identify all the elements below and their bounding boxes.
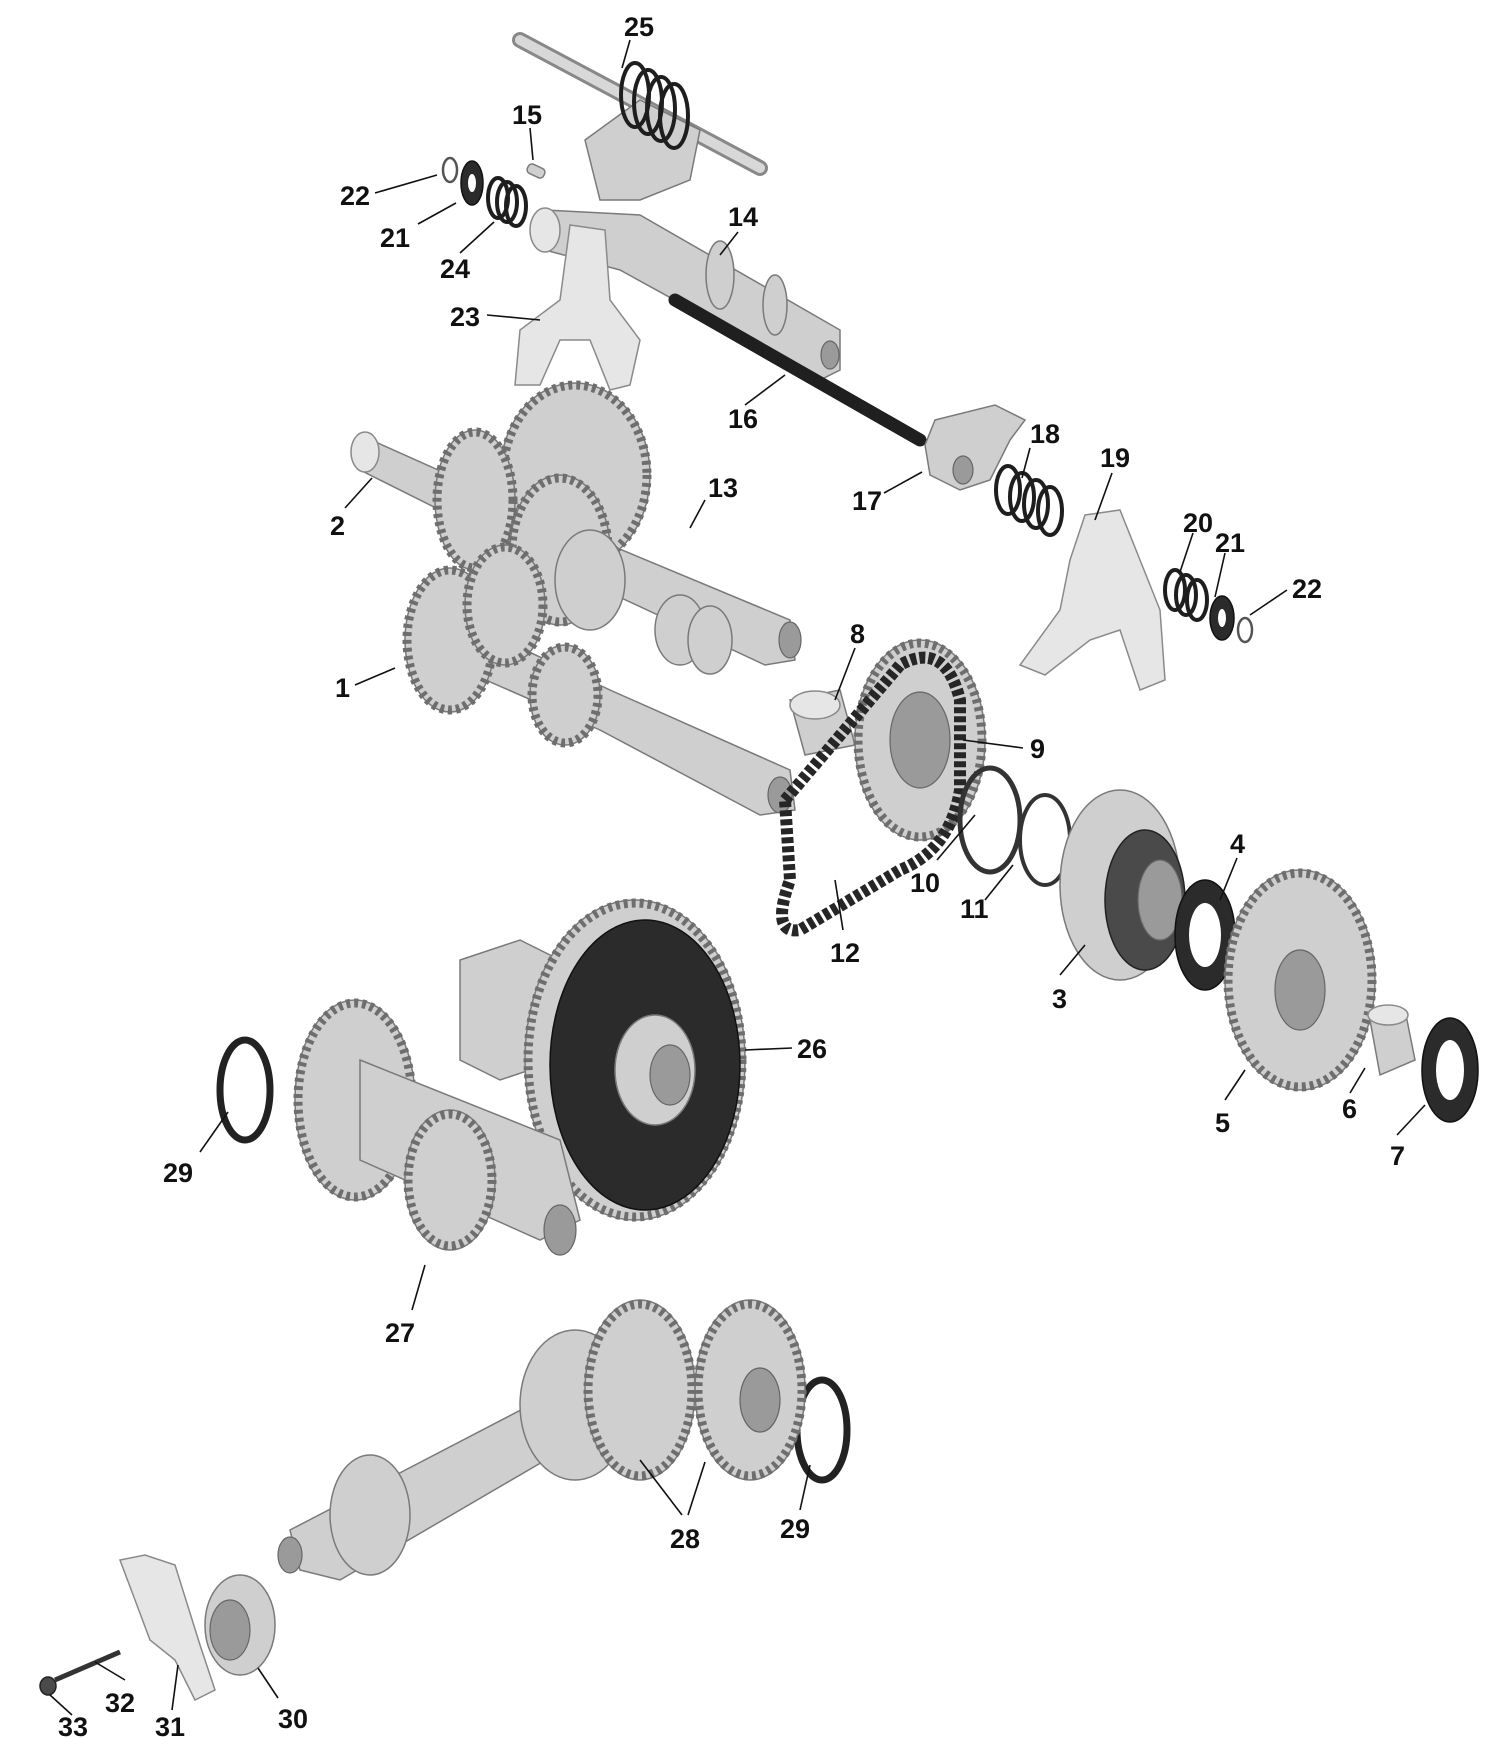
callout-2: 2 (330, 511, 345, 541)
part-17-shift-lever (924, 404, 1027, 491)
part-6-bushing (1367, 1004, 1416, 1077)
callout-18: 18 (1030, 419, 1060, 449)
callout-26: 26 (797, 1034, 827, 1064)
callout-11: 11 (960, 894, 989, 924)
callout-33: 33 (58, 1712, 88, 1738)
callout-3: 3 (1052, 984, 1067, 1014)
callout-20: 20 (1183, 508, 1213, 538)
part-25-shift-shaft (512, 32, 768, 201)
callout-labels: 25 15 22 21 24 23 14 16 17 18 19 20 21 2… (58, 12, 1405, 1738)
part-14-shift-drum (529, 207, 841, 381)
callout-13: 13 (708, 473, 738, 503)
part-29-seal-left (216, 1036, 274, 1144)
callout-5: 5 (1215, 1108, 1230, 1138)
part-30-bearing (204, 1574, 276, 1676)
callout-17: 17 (852, 486, 882, 516)
callout-22-right: 22 (1292, 574, 1322, 604)
callout-28: 28 (670, 1524, 700, 1554)
part-8-bushing (789, 689, 856, 756)
part-15-pin (526, 163, 546, 179)
callout-32: 32 (105, 1688, 135, 1718)
callout-14: 14 (728, 202, 758, 232)
callout-31: 31 (155, 1712, 185, 1738)
callout-23: 23 (450, 302, 480, 332)
part-5-gear (1223, 868, 1377, 1092)
part-31-shift-fork (118, 1554, 216, 1702)
part-16-shift-rod (668, 293, 927, 447)
callout-21-right: 21 (1215, 528, 1245, 558)
part-22-circlip-top (441, 156, 459, 184)
callout-7: 7 (1390, 1141, 1405, 1171)
callout-21: 21 (380, 223, 410, 253)
callout-29-right: 29 (780, 1514, 810, 1544)
callout-22: 22 (340, 181, 370, 211)
part-33-screw (39, 1676, 57, 1696)
part-10-circlip (957, 765, 1023, 875)
callout-9: 9 (1030, 734, 1045, 764)
part-20-spring (1163, 568, 1209, 622)
callout-4: 4 (1230, 829, 1245, 859)
callout-1: 1 (335, 673, 350, 703)
part-28-output-shaft (277, 1299, 807, 1581)
leader-lines (49, 39, 1426, 1716)
callout-29-left: 29 (163, 1158, 193, 1188)
callout-25: 25 (624, 12, 654, 42)
part-27-pinion-gear (293, 998, 581, 1256)
callout-6: 6 (1342, 1094, 1357, 1124)
part-9-sprocket (853, 638, 987, 842)
part-26-large-gear (459, 898, 747, 1222)
callout-10: 10 (910, 868, 940, 898)
part-1-counter-shaft-gears (402, 542, 796, 816)
callout-12: 12 (830, 938, 860, 968)
part-12-chain (776, 651, 966, 937)
part-23-shift-fork (514, 224, 641, 391)
callout-19: 19 (1100, 443, 1130, 473)
callout-8: 8 (850, 619, 865, 649)
part-18-spring (994, 464, 1064, 537)
part-22-circlip-right (1236, 616, 1254, 644)
part-32-shift-pin (54, 1649, 121, 1683)
callout-15: 15 (512, 100, 542, 130)
callout-30: 30 (278, 1704, 308, 1734)
part-19-shift-fork (1018, 509, 1166, 691)
part-24-spring-top (486, 176, 528, 228)
callout-24: 24 (440, 254, 470, 284)
callout-16: 16 (728, 404, 758, 434)
callout-27: 27 (385, 1318, 415, 1348)
